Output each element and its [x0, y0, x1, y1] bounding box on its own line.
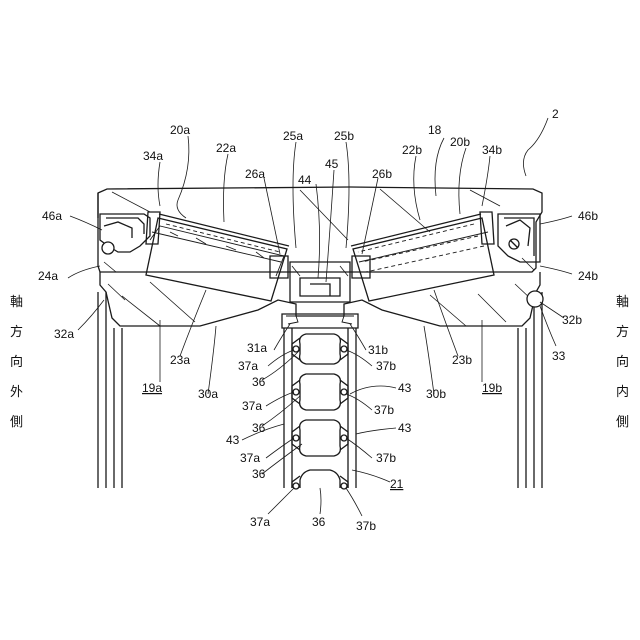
label-43-1: 43 [398, 381, 412, 395]
label-20a: 20a [170, 123, 190, 137]
label-18: 18 [428, 123, 442, 137]
label-32b: 32b [562, 313, 582, 327]
label-22b: 22b [402, 143, 422, 157]
side-left-char-2: 方 [10, 324, 23, 340]
side-right-char-3: 向 [616, 354, 629, 370]
cage-left [146, 212, 288, 278]
label-36-2: 36 [252, 421, 266, 435]
label-30a: 30a [198, 387, 218, 401]
label-23b: 23b [452, 353, 472, 367]
side-right-char-5: 側 [616, 415, 629, 430]
center-spacer [290, 262, 350, 302]
support-legs [98, 292, 542, 488]
side-right-char-4: 内 [616, 384, 629, 400]
label-34a: 34a [143, 149, 163, 163]
label-2: 2 [552, 107, 559, 121]
side-right-char-1: 軸 [616, 295, 629, 310]
side-left-char-3: 向 [10, 354, 23, 370]
label-23a: 23a [170, 353, 190, 367]
chain-link-3 [292, 420, 348, 456]
roller-left [146, 214, 289, 301]
label-36-1: 36 [252, 375, 266, 389]
label-37a-4: 37a [250, 515, 270, 529]
label-24a: 24a [38, 269, 58, 283]
side-caption-right: 軸 方 向 内 側 [616, 295, 629, 430]
chain-link-1 [292, 334, 348, 364]
center-column [282, 314, 358, 488]
label-33: 33 [552, 349, 566, 363]
label-25b: 25b [334, 129, 354, 143]
label-34b: 34b [482, 143, 502, 157]
label-44: 44 [298, 173, 312, 187]
label-19b: 19b [482, 381, 502, 395]
label-26a: 26a [245, 167, 265, 181]
label-25a: 25a [283, 129, 303, 143]
label-46a: 46a [42, 209, 62, 223]
label-37b-3: 37b [376, 451, 396, 465]
chain-links [292, 334, 348, 489]
label-36-4: 36 [312, 515, 326, 529]
side-left-char-5: 側 [10, 415, 23, 430]
seal-left [100, 214, 150, 254]
label-46b: 46b [578, 209, 598, 223]
roller-right [351, 214, 494, 301]
chain-link-4 [292, 470, 348, 489]
label-31a: 31a [247, 341, 267, 355]
label-37b-4: 37b [356, 519, 376, 533]
label-32a: 32a [54, 327, 74, 341]
label-37a-1: 37a [238, 359, 258, 373]
label-37b-2: 37b [374, 403, 394, 417]
label-43-3: 43 [398, 421, 412, 435]
chain-link-2 [292, 374, 348, 410]
label-45: 45 [325, 157, 339, 171]
label-24b: 24b [578, 269, 598, 283]
label-43-2: 43 [226, 433, 240, 447]
label-20b: 20b [450, 135, 470, 149]
cage-right [352, 212, 494, 278]
inner-ring [100, 272, 540, 326]
side-right-char-2: 方 [616, 324, 629, 340]
label-37a-2: 37a [242, 399, 262, 413]
side-caption-left: 軸 方 向 外 側 [10, 295, 23, 430]
label-26b: 26b [372, 167, 392, 181]
label-37a-3: 37a [240, 451, 260, 465]
label-37b-1: 37b [376, 359, 396, 373]
side-left-char-4: 外 [10, 385, 23, 400]
ring-33-circle [527, 291, 543, 307]
seal-right [498, 214, 540, 262]
label-21: 21 [390, 477, 404, 491]
label-30b: 30b [426, 387, 446, 401]
label-19a: 19a [142, 381, 162, 395]
label-22a: 22a [216, 141, 236, 155]
side-left-char-1: 軸 [10, 295, 23, 310]
label-36-3: 36 [252, 467, 266, 481]
hub-outline [98, 187, 542, 272]
label-31b: 31b [368, 343, 388, 357]
